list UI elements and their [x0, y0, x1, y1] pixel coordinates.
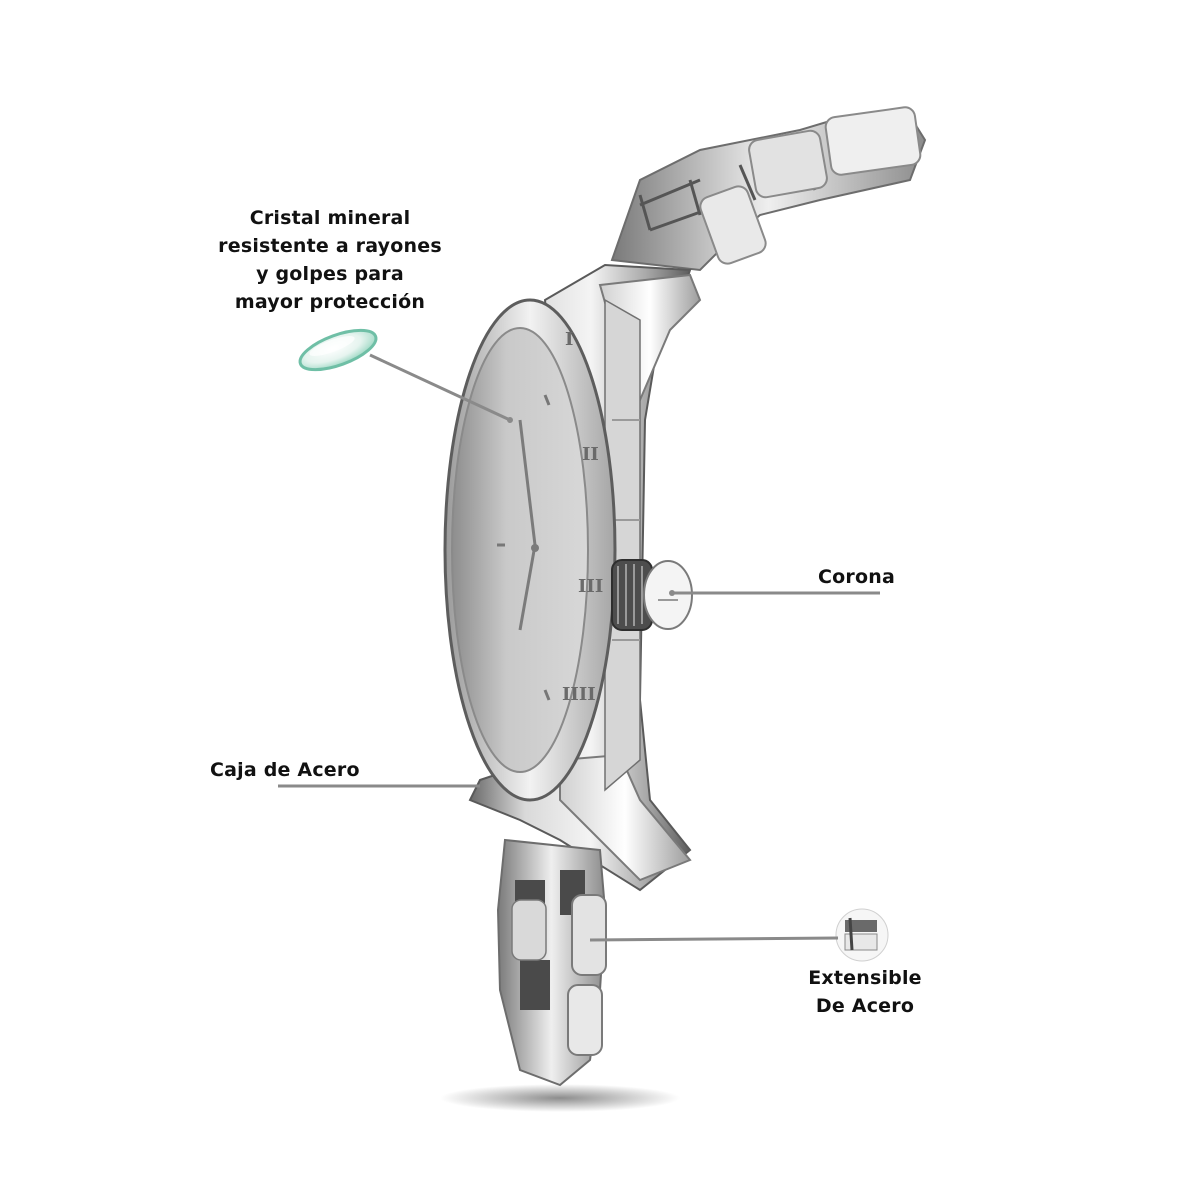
- bracelet-callout-line-2: De Acero: [815, 995, 915, 1017]
- svg-text:IIII: IIII: [562, 684, 596, 705]
- crystal-callout-line-1: Cristal mineral: [249, 207, 411, 229]
- crystal-lens-icon: [298, 328, 378, 372]
- svg-text:II: II: [582, 444, 599, 465]
- crystal-callout-line-2: resistente a rayones: [218, 235, 442, 257]
- watch-crown: [611, 559, 693, 631]
- watch-bezel-and-dial: I II III IIII: [443, 298, 617, 802]
- bracelet-callout-label: Extensible De Acero: [790, 964, 940, 1020]
- bracelet-leader-line: [589, 936, 839, 942]
- crystal-callout-line-3: y golpes para: [256, 263, 404, 285]
- leader-lines: [278, 353, 880, 942]
- lower-bracelet: [496, 838, 607, 1087]
- crystal-callout-label: Cristal mineral resistente a rayones y g…: [200, 204, 460, 316]
- bracelet-link-icon: [835, 908, 889, 962]
- case-callout-label: Caja de Acero: [210, 759, 360, 781]
- upper-bracelet: [610, 106, 927, 272]
- svg-text:I: I: [565, 329, 573, 350]
- crown-callout-label: Corona: [818, 566, 895, 588]
- svg-text:III: III: [578, 576, 603, 597]
- crystal-leader-line: [369, 353, 511, 422]
- bracelet-callout-line-1: Extensible: [808, 967, 922, 989]
- crystal-callout-line-4: mayor protección: [234, 291, 426, 313]
- ground-shadow: [440, 1084, 680, 1112]
